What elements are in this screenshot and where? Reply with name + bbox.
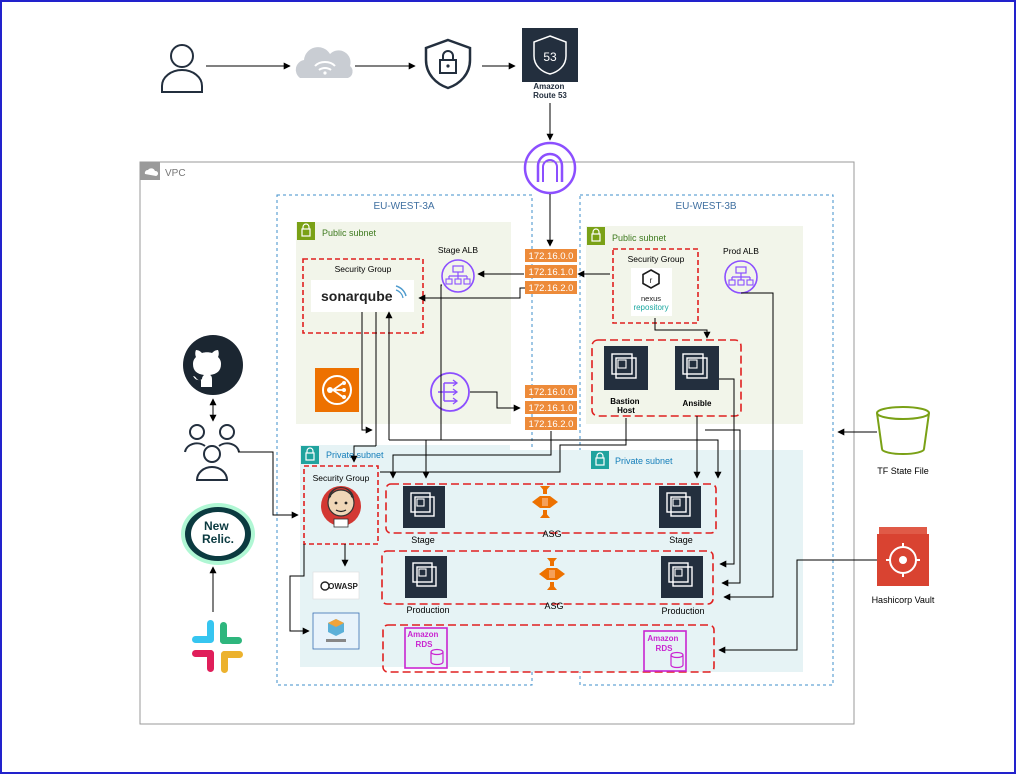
route-entry: 172.16.2.0 bbox=[529, 419, 574, 430]
route53-label: Amazon Route 53 bbox=[533, 82, 567, 100]
bastion-label-line2: Host bbox=[617, 406, 635, 415]
bastion-ansible-group bbox=[591, 339, 742, 417]
slack-icon bbox=[192, 620, 243, 673]
route53-shield-label: 53 bbox=[543, 50, 557, 64]
rds-2-label-line1: Amazon bbox=[647, 634, 678, 643]
route-entry: 172.16.0.0 bbox=[529, 251, 574, 262]
user-icon bbox=[161, 44, 203, 93]
vpc-group: VPC bbox=[139, 161, 855, 725]
private-subnet-b-label: Private subnet bbox=[615, 456, 673, 466]
route-table-bottom: 172.16.0.0 172.16.1.0 172.16.2.0 bbox=[525, 385, 577, 430]
route53-label-line2: Route 53 bbox=[533, 91, 567, 100]
jenkins-security-group bbox=[303, 465, 379, 545]
vpc-border bbox=[139, 161, 855, 725]
load-balancer-orange-icon bbox=[315, 368, 359, 412]
production-right-label: Production bbox=[661, 606, 704, 616]
rds-1-label: Amazon RDS bbox=[407, 630, 440, 649]
nexus-logo-line2: repository bbox=[633, 303, 668, 312]
private-subnet-a-label: Private subnet bbox=[326, 450, 384, 460]
waf-shield-lock-icon bbox=[424, 38, 472, 90]
rds-2-label: Amazon RDS bbox=[647, 634, 680, 653]
route-table-top: 172.16.0.0 172.16.1.0 172.16.2.0 bbox=[525, 249, 577, 294]
az-a-label: EU-WEST-3A bbox=[373, 201, 434, 212]
team-users-icon bbox=[184, 424, 240, 481]
rds-2-icon: Amazon RDS bbox=[643, 630, 687, 672]
connectors bbox=[238, 270, 877, 654]
public-subnet-b bbox=[586, 226, 803, 424]
vault-label: Hashicorp Vault bbox=[872, 595, 935, 605]
prod-alb-label: Prod ALB bbox=[723, 246, 759, 256]
asg-2-label: ASG bbox=[544, 601, 563, 611]
stage-alb-label: Stage ALB bbox=[438, 245, 479, 255]
production-right-ec2-icon bbox=[661, 556, 703, 598]
internet-gateway-icon bbox=[523, 141, 577, 195]
vpc-label: VPC bbox=[165, 168, 186, 179]
new-relic-label-line2: Relic. bbox=[202, 532, 234, 546]
az-b-border bbox=[579, 194, 834, 686]
production-asg-group bbox=[381, 550, 714, 605]
nexus-logo-line1: nexus bbox=[641, 294, 661, 303]
rds-group bbox=[382, 624, 715, 673]
jenkins-sg-label: Security Group bbox=[313, 473, 370, 483]
private-subnet-b bbox=[510, 450, 803, 672]
new-relic-label: New Relic. bbox=[202, 519, 234, 546]
tf-state-label: TF State File bbox=[877, 466, 929, 476]
rds-1-label-line2: RDS bbox=[416, 640, 434, 649]
sonarqube-logo-box bbox=[311, 280, 414, 312]
route-entry: 172.16.0.0 bbox=[529, 387, 574, 398]
production-left-ec2-icon bbox=[405, 556, 447, 598]
github-icon bbox=[183, 335, 243, 395]
private-subnet-a-lock-icon bbox=[301, 446, 319, 464]
trivy-logo bbox=[312, 612, 360, 650]
owasp-label: OWASP bbox=[328, 582, 358, 591]
ansible-ec2-icon bbox=[675, 346, 719, 390]
stage-right-label: Stage bbox=[669, 535, 693, 545]
new-relic-label-line1: New bbox=[204, 519, 229, 533]
public-subnet-a-lock-icon bbox=[297, 222, 315, 240]
route53-icon: 53 bbox=[522, 28, 578, 82]
stage-left-label: Stage bbox=[411, 535, 435, 545]
sonarqube-logo: sonarqube bbox=[321, 288, 393, 304]
public-subnet-a-label: Public subnet bbox=[322, 228, 377, 238]
tf-state-s3-bucket-icon bbox=[876, 406, 930, 455]
public-subnet-b-lock-icon bbox=[587, 227, 605, 245]
production-left-label: Production bbox=[406, 605, 449, 615]
jenkins-icon bbox=[321, 486, 361, 528]
nexus-hex-icon bbox=[642, 269, 660, 289]
route-entry: 172.16.1.0 bbox=[529, 403, 574, 414]
az-b-label: EU-WEST-3B bbox=[675, 201, 736, 212]
route-entry: 172.16.2.0 bbox=[529, 283, 574, 294]
sonarqube-sg-label: Security Group bbox=[335, 264, 392, 274]
stage-asg-icon bbox=[532, 486, 558, 518]
prod-alb-icon bbox=[724, 260, 758, 294]
bastion-label-line1: Bastion bbox=[610, 397, 639, 406]
ansible-label: Ansible bbox=[683, 399, 712, 408]
production-asg-icon bbox=[539, 558, 565, 590]
bastion-label: Bastion Host bbox=[610, 397, 642, 415]
private-subnet-b-lock-icon bbox=[591, 451, 609, 469]
bastion-ec2-icon bbox=[604, 346, 648, 390]
route53-label-line1: Amazon bbox=[533, 82, 564, 91]
hashicorp-vault-icon bbox=[877, 527, 929, 586]
stage-left-ec2-icon bbox=[403, 486, 445, 528]
stage-alb-icon bbox=[441, 259, 475, 293]
stage-right-ec2-icon bbox=[659, 486, 701, 528]
svg-text:r: r bbox=[650, 276, 653, 285]
public-subnet-b-label: Public subnet bbox=[612, 233, 667, 243]
nexus-logo-box bbox=[631, 268, 672, 316]
rds-1-label-line1: Amazon bbox=[407, 630, 438, 639]
new-relic-icon: New Relic. bbox=[181, 503, 255, 565]
owasp-logo: OWASP bbox=[312, 571, 360, 600]
rds-2-label-line2: RDS bbox=[656, 644, 674, 653]
stage-asg-group bbox=[385, 483, 717, 534]
rds-1-icon: Amazon RDS bbox=[404, 627, 448, 669]
internet-cloud-icon bbox=[295, 47, 353, 78]
asg-1-label: ASG bbox=[542, 529, 561, 539]
route-entry: 172.16.1.0 bbox=[529, 267, 574, 278]
nexus-sg-label: Security Group bbox=[628, 254, 685, 264]
